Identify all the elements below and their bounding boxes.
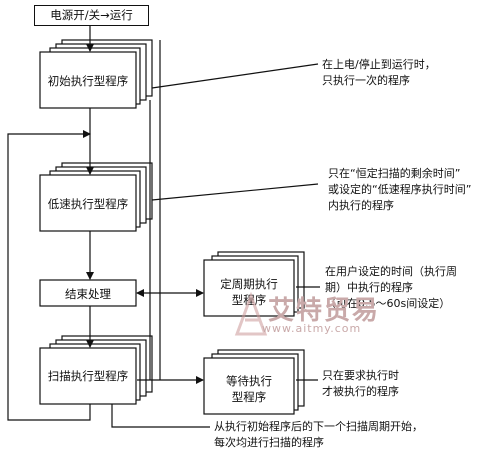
init-note-line-2: 只执行一次的程序 (322, 74, 410, 87)
scan-note-line-1: 从执行初始程序后的下一个扫描周期开始， (214, 420, 423, 433)
wait-program-label-1: 等待执行 (226, 374, 272, 388)
wait-box (203, 357, 295, 415)
wait-note-line-2: 才被执行的程序 (322, 385, 399, 398)
scan-note-line-2: 每次均进行扫描的程序 (214, 436, 324, 449)
scan-box (39, 347, 137, 405)
init-box (39, 51, 137, 109)
periodic-note-line-2: 期）中执行的程序 (325, 281, 413, 294)
end-box (39, 279, 137, 307)
watermark-logo-icon (234, 291, 268, 336)
low-note-line-1: 只在“恒定扫描的剩余时间” (328, 167, 461, 180)
periodic-box (203, 259, 295, 317)
periodic-program-label-1: 定周期执行 (220, 277, 278, 291)
power-run-label: 电源开/关→运行 (34, 5, 149, 26)
low-speed-program-label: 低速执行型程序 (47, 197, 129, 211)
scan-program-label: 扫描执行型程序 (47, 369, 129, 383)
low-note-line-2: 或设定的“低速程序执行时间” (328, 183, 472, 196)
wait-note-line-1: 只在要求执行时 (322, 369, 399, 382)
periodic-note-line-1: 在用户设定的时间（执行周 (325, 265, 457, 278)
init-program-label: 初始执行型程序 (47, 74, 129, 88)
periodic-note-line-3: （可在0.5～60s间设定） (325, 297, 451, 310)
watermark-text: 艾特贸易 (268, 296, 381, 326)
watermark-url: www.aitmy.com (262, 322, 362, 335)
wait-program-label-2: 型程序 (231, 390, 267, 404)
init-note-line-1: 在上电/停止到运行时， (322, 58, 436, 71)
end-processing-label: 结束处理 (65, 287, 111, 301)
low-box (39, 174, 137, 232)
low-note-line-3: 内执行的程序 (328, 199, 394, 212)
